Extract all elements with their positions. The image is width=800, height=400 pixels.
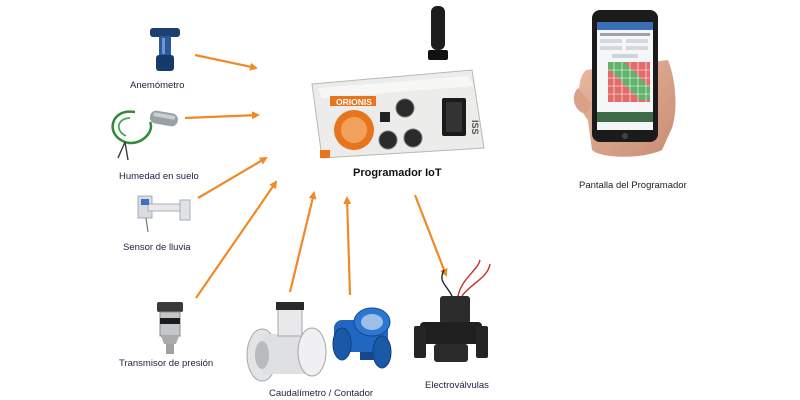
arrow-electrovalvulas xyxy=(413,194,448,277)
arrow-caudalimetro xyxy=(288,191,317,293)
humedad-image xyxy=(111,110,178,161)
arrow-humedad xyxy=(184,111,260,120)
label-caudalimetro: Caudalímetro / Contador xyxy=(269,388,374,399)
arrow-contador xyxy=(343,196,352,296)
label-pantalla: Pantalla del Programador xyxy=(579,180,687,191)
label-humedad: Humedad en suelo xyxy=(119,171,199,182)
label-anemometro: Anemómetro xyxy=(130,80,185,91)
arrow-lluvia xyxy=(197,156,268,199)
device-side-code: ISS xyxy=(470,120,480,135)
presion-image xyxy=(157,302,183,354)
device-brand-text: ORIONIS xyxy=(336,97,372,107)
arrows xyxy=(184,53,448,299)
arrow-anemometro xyxy=(194,53,258,71)
phone-image xyxy=(573,10,676,157)
electrovalvulas-image xyxy=(414,259,491,362)
arrow-presion xyxy=(195,180,278,299)
label-presion: Transmisor de presión xyxy=(119,358,214,369)
label-programador: Programador IoT xyxy=(353,167,442,179)
caudalimetro-image xyxy=(246,302,327,382)
contador-image xyxy=(332,307,392,369)
anemometro-image xyxy=(150,28,180,71)
programador-image: ORIONIS ISS xyxy=(311,6,485,159)
label-lluvia: Sensor de lluvia xyxy=(123,242,191,253)
label-electrovalvulas: Electroválvulas xyxy=(425,380,489,391)
lluvia-image xyxy=(137,195,191,233)
phone-grid xyxy=(600,62,650,102)
